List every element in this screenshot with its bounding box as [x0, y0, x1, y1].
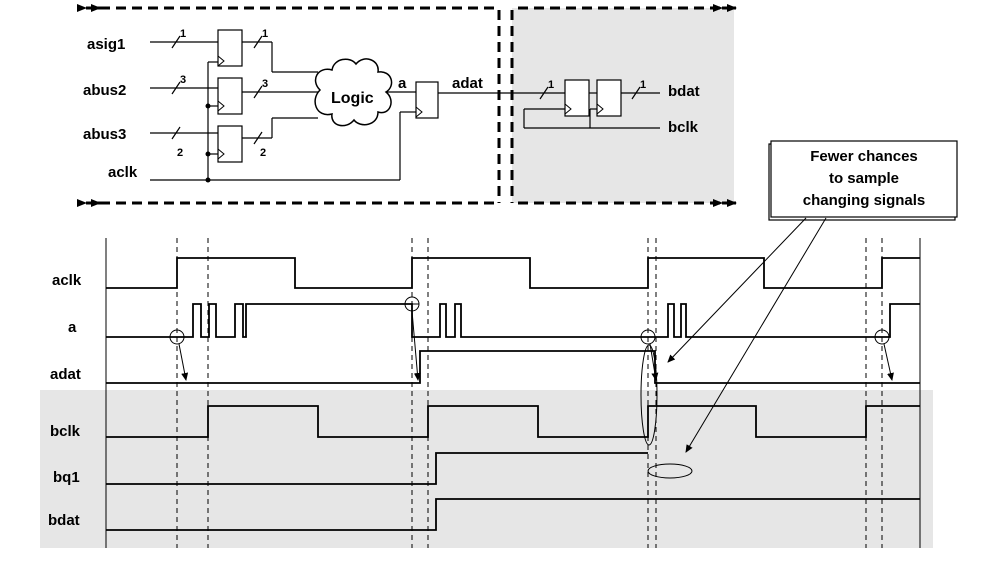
width-abus3-in: 2: [177, 147, 183, 159]
width-abus2-out: 3: [262, 78, 268, 90]
width-b-in: 1: [548, 79, 554, 91]
b-domain-shade-top: [512, 8, 734, 203]
timing-frame: [105, 238, 921, 548]
timing-label-bdat: bdat: [48, 512, 80, 529]
sample-arrows: [178, 310, 894, 381]
annotation-line-2: to sample: [829, 170, 899, 187]
edge-reference-lines: [176, 238, 883, 548]
sync-wires: [523, 92, 660, 129]
highlight-ellipses: [640, 344, 693, 479]
annotation-line-1: Fewer chances: [810, 148, 918, 165]
width-asig1-out: 1: [262, 28, 268, 40]
annotation-box: [768, 140, 958, 221]
annotation-arrows: [667, 217, 827, 453]
register-abus2: [217, 77, 243, 115]
logic-cloud: [314, 58, 393, 127]
wave-bclk: [106, 405, 920, 438]
width-abus2-in: 3: [180, 74, 186, 86]
width-asig1-in: 1: [180, 28, 186, 40]
wave-adat: [106, 350, 920, 384]
clock-junction-dot: [205, 177, 211, 183]
bclk-label: bclk: [668, 119, 699, 136]
register-abus3: [217, 125, 243, 163]
annotation-line-3: changing signals: [803, 192, 926, 209]
bdat-label: bdat: [668, 83, 700, 100]
timing-label-adat: adat: [50, 366, 81, 383]
register-a: [415, 81, 439, 119]
wave-bdat: [106, 498, 920, 531]
timing-label-bclk: bclk: [50, 423, 81, 440]
register-bdat: [596, 79, 622, 117]
clock-junction-dot: [205, 151, 211, 157]
wave-aclk: [106, 257, 920, 289]
domain-boundaries: [91, 4, 723, 207]
wave-a: [106, 303, 920, 338]
width-b-out: 1: [640, 79, 646, 91]
clock-junction-dot: [205, 103, 211, 109]
register-bq1: [564, 79, 590, 117]
timing-label-bq1: bq1: [53, 469, 80, 486]
b-domain-shade-timing: [40, 390, 933, 548]
a-label: a: [398, 75, 407, 92]
register-asig1: [217, 29, 243, 67]
abus2-label: abus2: [83, 82, 126, 99]
waveforms: [106, 257, 920, 531]
timing-label-aclk: aclk: [52, 272, 82, 289]
adat-label: adat: [452, 75, 483, 92]
aclk-label: aclk: [108, 164, 138, 181]
width-abus3-out: 2: [260, 147, 266, 159]
asig1-label: asig1: [87, 36, 125, 53]
logic-label: Logic: [331, 90, 374, 107]
timing-label-a: a: [68, 319, 77, 336]
wave-bq1: [106, 452, 648, 485]
abus3-label: abus3: [83, 126, 126, 143]
